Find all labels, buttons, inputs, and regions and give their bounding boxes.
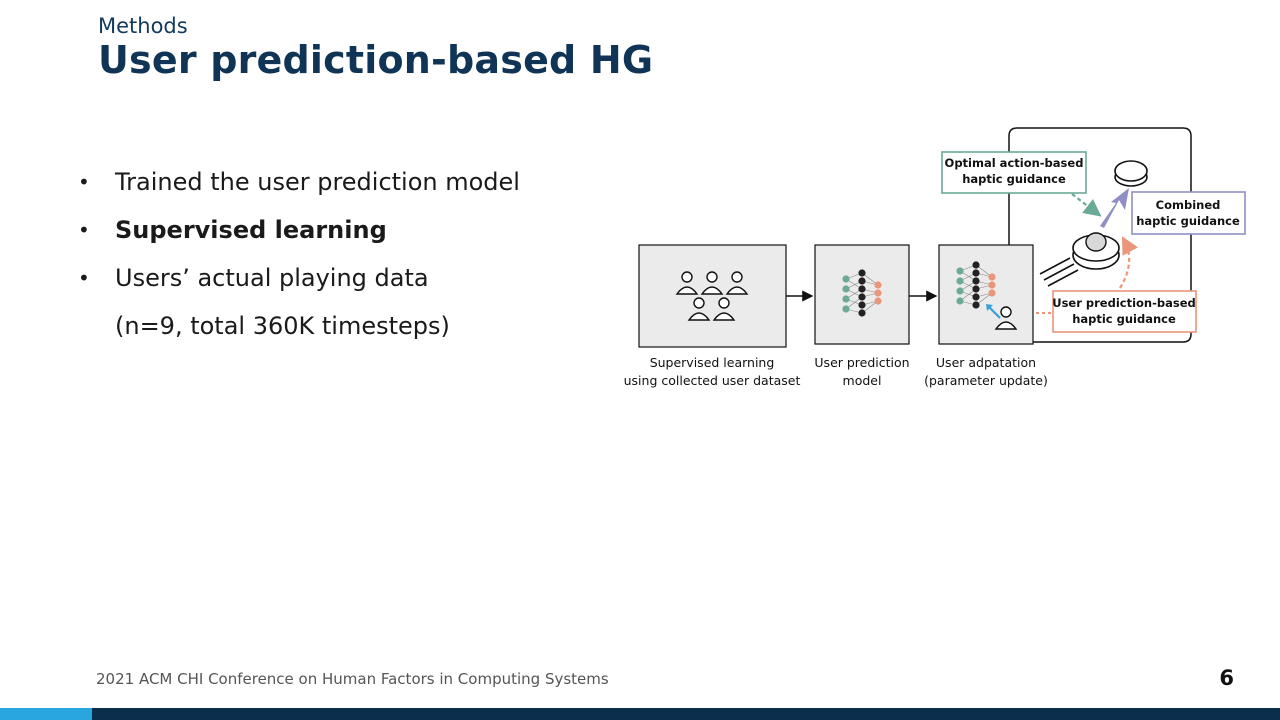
- bullet-text: Supervised learning: [115, 216, 387, 244]
- section-label: Methods: [98, 14, 188, 38]
- user-prediction-model-caption: User prediction: [814, 355, 909, 370]
- puck-target-icon: [1114, 160, 1148, 187]
- combined-guidance-label-box: [1131, 191, 1246, 235]
- combined-guidance-label: Combined: [1156, 198, 1221, 212]
- bullet-text: Trained the user prediction model: [115, 168, 520, 196]
- training-pipeline-diagram: Optimal action-based haptic guidance Com…: [624, 127, 1246, 388]
- users-group-icon: [675, 271, 749, 321]
- bullet-dot: •: [78, 170, 90, 194]
- motion-lines: [1039, 257, 1079, 287]
- slide-title: User prediction-based HG: [98, 38, 654, 82]
- supervised-learning-caption: Supervised learning: [650, 355, 775, 370]
- optimal-guidance-label: Optimal action-based: [945, 156, 1084, 170]
- adapted-network-icon: [956, 261, 996, 309]
- combined-guidance-arrow: [1100, 188, 1129, 228]
- user-prediction-guidance-label-box: [1052, 290, 1197, 333]
- bullet-continuation: (n=9, total 360K timesteps): [78, 302, 520, 350]
- user-adaptation-caption: User adpatation: [936, 355, 1036, 370]
- user-adaptation-caption: (parameter update): [924, 373, 1048, 388]
- neural-network-icon: [842, 269, 882, 317]
- bullet-item: • Users’ actual playing data: [78, 254, 520, 302]
- user-prediction-model-caption: model: [843, 373, 882, 388]
- page-number: 6: [1219, 666, 1234, 690]
- footer-conference: 2021 ACM CHI Conference on Human Factors…: [96, 670, 609, 688]
- bullet-text: Users’ actual playing data: [115, 264, 429, 292]
- supervised-learning-caption: using collected user dataset: [624, 373, 801, 388]
- bullet-dot: •: [78, 218, 90, 242]
- bullet-text: (n=9, total 360K timesteps): [115, 312, 450, 340]
- optimal-guidance-arrow: [1071, 193, 1102, 217]
- user-prediction-guidance-label: haptic guidance: [1072, 312, 1176, 326]
- combined-guidance-label: haptic guidance: [1136, 214, 1240, 228]
- bullet-item: • Supervised learning: [78, 206, 520, 254]
- footer-accent-bar: [0, 708, 92, 720]
- supervised-learning-box: [638, 244, 787, 348]
- single-user-icon: [994, 306, 1018, 330]
- bullet-item: • Trained the user prediction model: [78, 158, 520, 206]
- bullet-list: • Trained the user prediction model • Supe…: [78, 158, 520, 350]
- bullet-dot: •: [78, 266, 90, 290]
- optimal-guidance-label-box: [941, 151, 1087, 194]
- footer-bar: [92, 708, 1280, 720]
- user-prediction-guidance-label: User prediction-based: [1052, 296, 1196, 310]
- optimal-guidance-label: haptic guidance: [962, 172, 1066, 186]
- paddle-handle-icon: [1072, 232, 1120, 270]
